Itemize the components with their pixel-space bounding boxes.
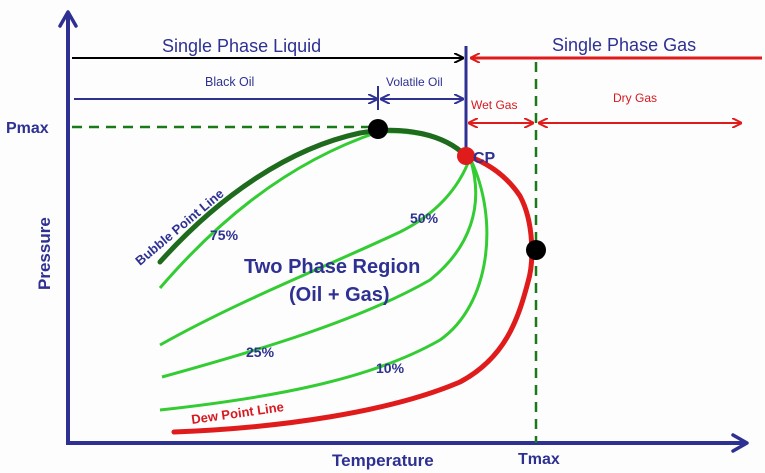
black-oil-label: Black Oil xyxy=(205,75,254,89)
quality-line-25 xyxy=(161,157,478,379)
pressure-axis-label: Pressure xyxy=(35,217,54,290)
quality-10-label: 10% xyxy=(376,360,405,376)
critical-point-label: CP xyxy=(473,150,496,167)
critical-point xyxy=(457,147,475,165)
tmax-label: Tmax xyxy=(518,451,560,468)
cricondentherm-point xyxy=(526,240,546,260)
volatile-oil-label: Volatile Oil xyxy=(386,75,443,89)
two-phase-region-title: Two Phase Region xyxy=(244,256,420,278)
single-phase-liquid-label: Single Phase Liquid xyxy=(162,36,321,56)
wet-gas-label: Wet Gas xyxy=(471,98,517,112)
quality-line-50 xyxy=(159,157,472,347)
cricondenbar-point xyxy=(368,119,388,139)
temperature-axis-label: Temperature xyxy=(332,451,434,470)
single-phase-gas-label: Single Phase Gas xyxy=(552,35,696,55)
quality-line-10 xyxy=(159,157,489,412)
dry-gas-label: Dry Gas xyxy=(613,91,657,105)
dew-point-line xyxy=(171,153,535,435)
pmax-label: Pmax xyxy=(6,120,49,137)
quality-25-label: 25% xyxy=(246,344,275,360)
quality-50-label: 50% xyxy=(410,210,439,226)
bubble-point-line xyxy=(157,127,469,265)
quality-75-label: 75% xyxy=(210,227,239,243)
two-phase-region-subtitle: (Oil + Gas) xyxy=(289,284,390,306)
